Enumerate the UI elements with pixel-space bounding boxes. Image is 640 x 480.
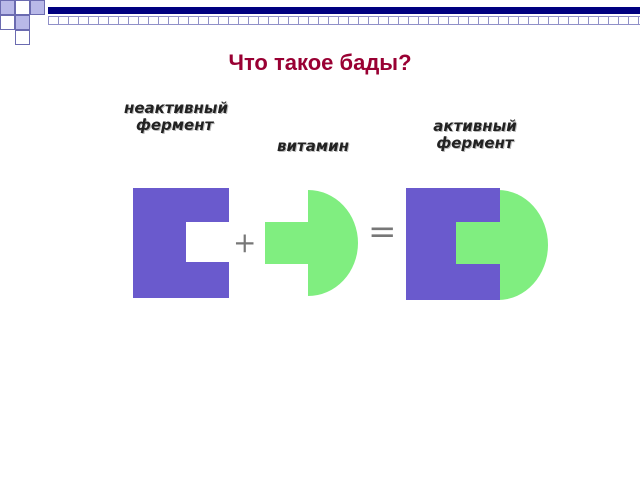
decor-square <box>30 0 45 15</box>
decor-square <box>15 15 30 30</box>
active-enzyme-shape <box>406 188 500 300</box>
top-decoration <box>0 0 640 45</box>
active-enzyme-insert <box>456 222 500 264</box>
label-line: фермент <box>136 116 214 134</box>
plus-sign: + <box>233 226 257 259</box>
active-enzyme-vitamin <box>498 190 548 300</box>
label-inactive-enzyme: неактивный фермент <box>124 100 254 134</box>
decor-square <box>15 0 30 15</box>
equals-sign: = <box>368 212 397 252</box>
label-vitamin: витамин <box>277 137 349 155</box>
label-line: активный <box>433 117 517 135</box>
inactive-enzyme-shape <box>133 188 229 298</box>
decor-bar-grid <box>48 16 640 25</box>
decor-bar <box>48 7 640 14</box>
vitamin-shape <box>265 190 358 296</box>
decor-square <box>0 0 15 15</box>
slide-title: Что такое бады? <box>228 50 412 75</box>
label-line: фермент <box>436 134 514 152</box>
decor-square <box>15 30 30 45</box>
label-line: неактивный <box>124 99 228 117</box>
decor-square <box>0 15 15 30</box>
label-active-enzyme: активный фермент <box>420 118 530 152</box>
